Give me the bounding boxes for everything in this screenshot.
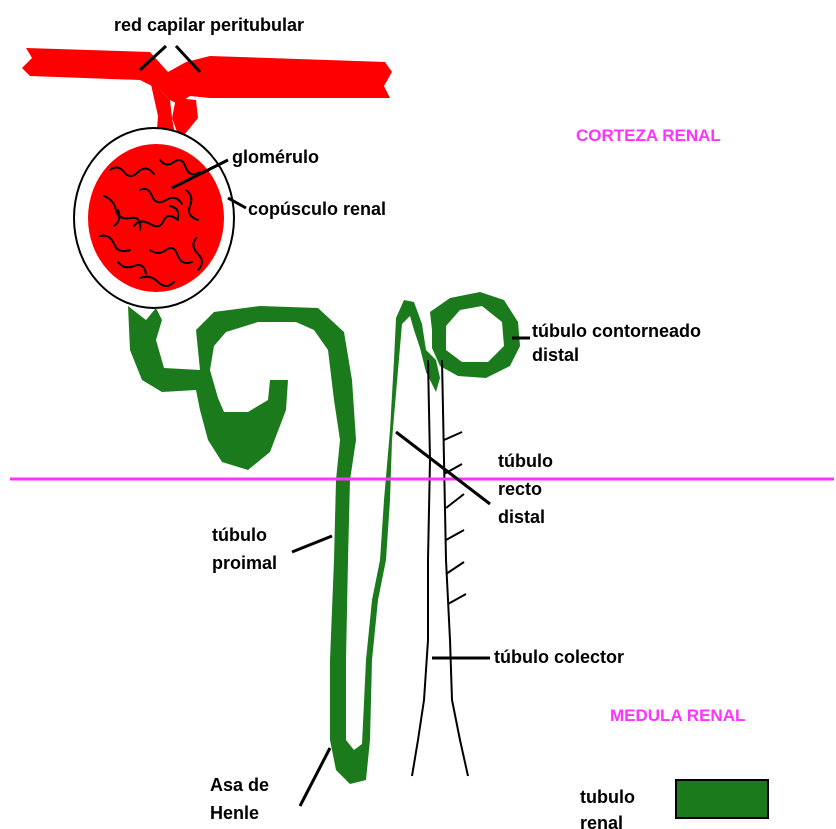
label-renal-corpuscle: copúsculo renal [248,198,386,220]
label-distal-straight-line1: túbulo [498,450,553,472]
label-glomerulus: glomérulo [232,146,319,168]
label-peritubular-capillary-network: red capilar peritubular [114,14,304,36]
zone-medulla-label: MEDULA RENAL [610,706,745,726]
zone-cortex-label: CORTEZA RENAL [576,126,721,146]
label-distal-convoluted-line1: túbulo contorneado [532,320,701,342]
legend-label-line2: renal [580,812,623,829]
label-distal-straight-line2: recto [498,478,542,500]
leader-proximal [292,536,332,552]
collecting-duct [412,360,468,776]
legend-label-line1: tubulo [580,786,635,808]
peritubular-capillaries [22,48,392,142]
glomerulus-body [88,144,224,292]
label-distal-straight-line3: distal [498,506,545,528]
legend-swatch [676,780,768,818]
label-collecting-duct: túbulo colector [494,646,624,668]
label-proximal-line1: túbulo [212,524,267,546]
label-loop-henle-line2: Henle [210,802,259,824]
label-loop-henle-line1: Asa de [210,774,269,796]
label-proximal-line2: proimal [212,552,277,574]
leader-henle [300,748,330,806]
label-distal-convoluted-line2: distal [532,344,579,366]
